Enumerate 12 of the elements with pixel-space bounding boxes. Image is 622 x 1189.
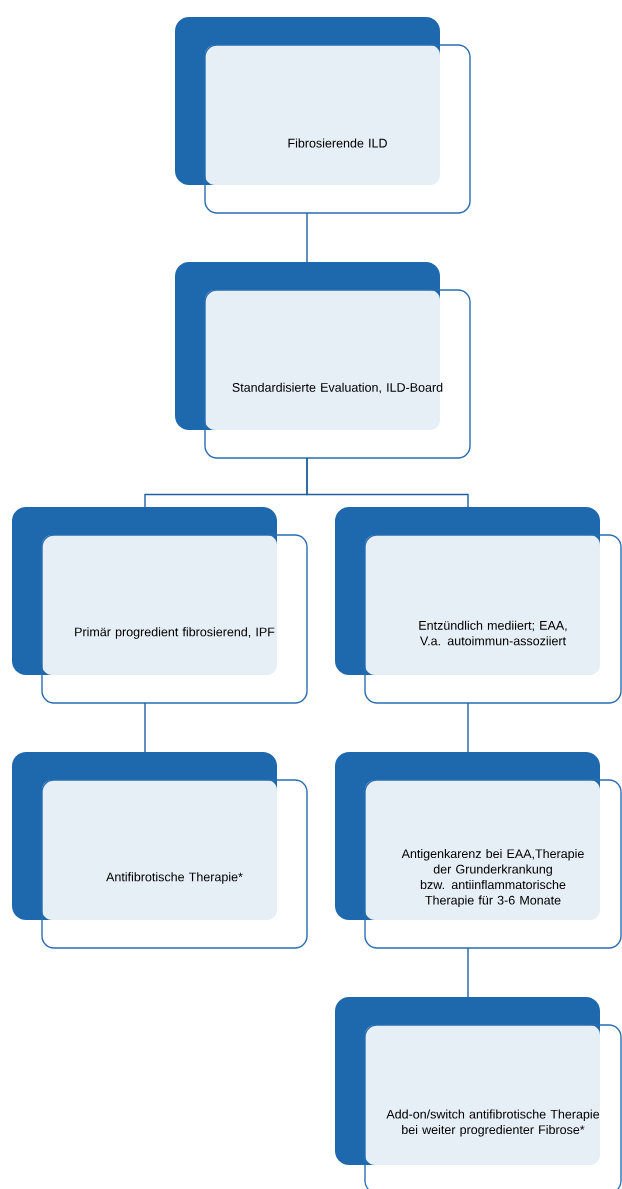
process-box: Antifibrotische Therapie* — [12, 752, 308, 949]
connector-line — [306, 212, 308, 263]
process-box: Fibrosierende ILD — [175, 17, 471, 214]
process-box: Antigenkarenz bei EAA,Therapie der Grunderkrankung bzw. antiinflammatorische Therapie für 3-6 Monate — [335, 752, 622, 949]
process-box: Primär progredient fibrosierend, IPF — [12, 507, 308, 704]
process-box: Standardisierte Evaluation, ILD-Board — [175, 262, 471, 459]
process-box: Entzündlich mediiert; EAA, V.a. autoimmun-assoziiert — [335, 507, 622, 704]
connector-line — [467, 947, 469, 998]
connector-line — [306, 457, 469, 508]
connector-line — [467, 702, 469, 753]
connector-line — [144, 702, 146, 753]
process-box: Add-on/switch antifibrotische Therapie bei weiter progredienter Fibrose* — [335, 997, 622, 1189]
